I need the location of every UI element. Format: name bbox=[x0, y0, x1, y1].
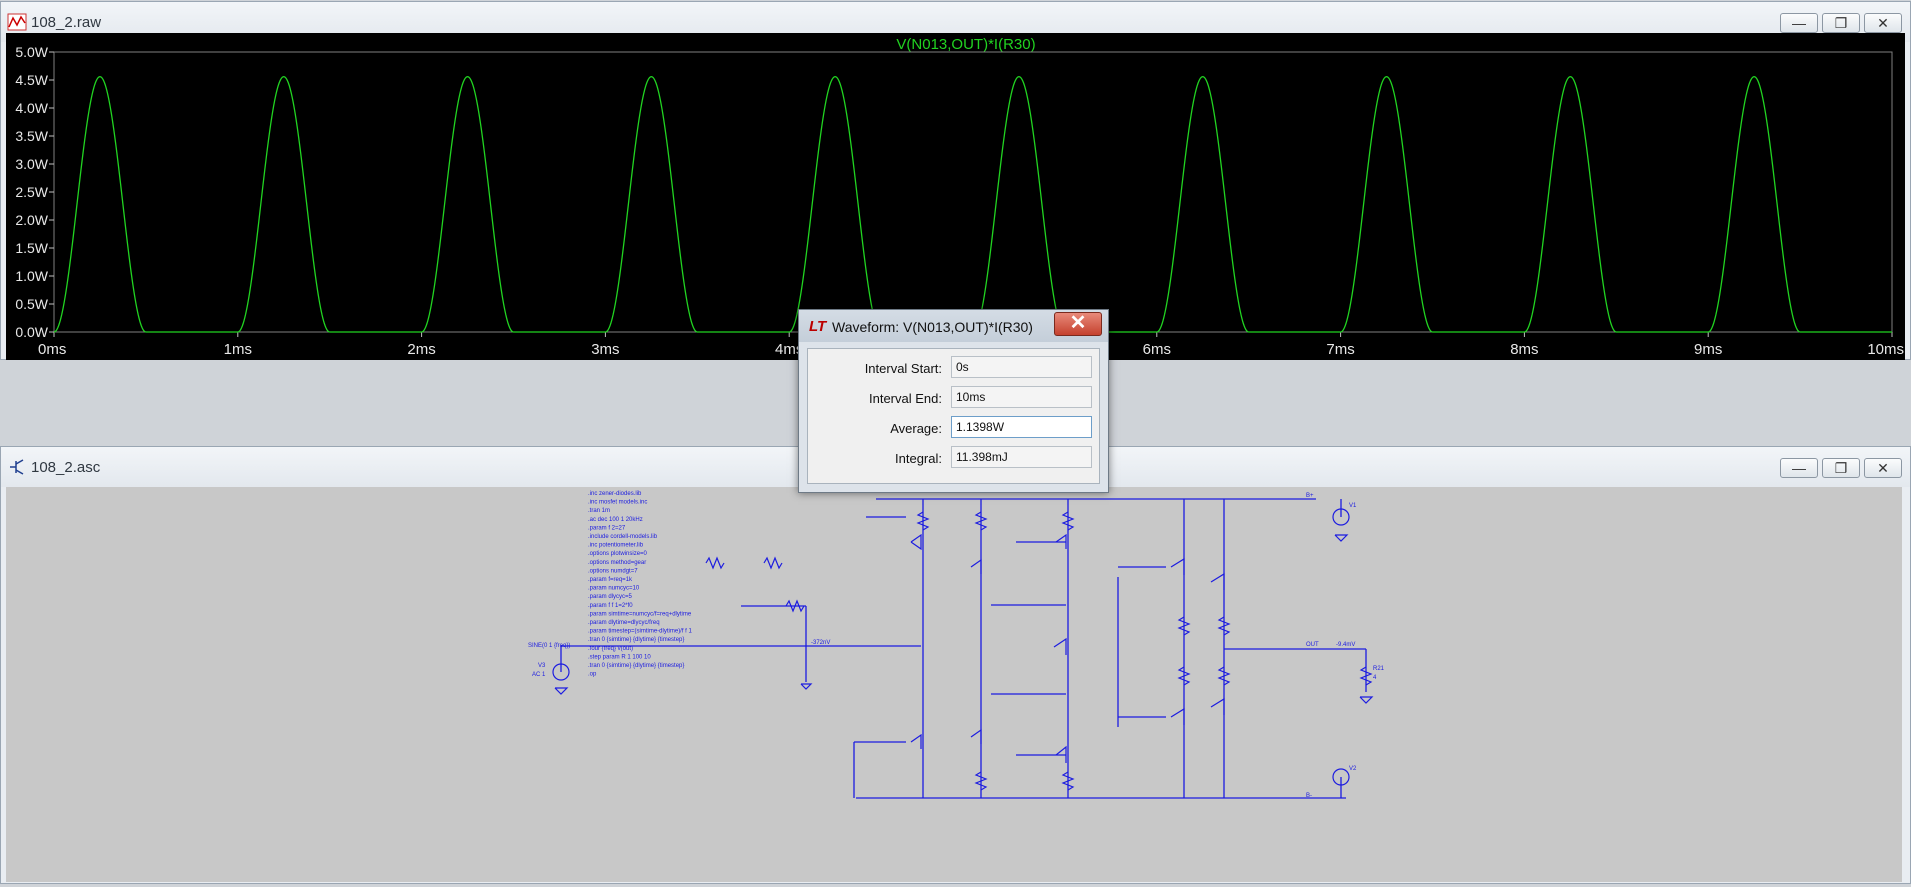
v1-label: V1 bbox=[1349, 503, 1357, 509]
vin-value-label: -372nV bbox=[811, 640, 830, 646]
source-label: SINE(0 1 {freq}) bbox=[528, 643, 570, 649]
y-tick-label[interactable]: 3.0W bbox=[15, 156, 48, 172]
spice-directive[interactable]: .tran 0 {simtime} {dlytime} {timestep} bbox=[588, 637, 684, 643]
plot-pane[interactable]: V(N013,OUT)*I(R30) 0.0W 0.5W 1.0W 1.5W 2.0W 2… bbox=[6, 33, 1905, 360]
circuit-components[interactable] bbox=[552, 508, 1374, 791]
spice-directive[interactable]: .options method=gear bbox=[588, 560, 646, 566]
spice-directive[interactable]: .tran 1m bbox=[588, 508, 610, 514]
x-tick-label[interactable]: 2ms bbox=[407, 341, 435, 358]
dialog-titlebar[interactable]: LT Waveform: V(N013,OUT)*I(R30) ✕ bbox=[799, 310, 1108, 342]
interval-start-label: Interval Start: bbox=[864, 361, 942, 376]
circuit-wires bbox=[560, 498, 1367, 799]
interval-end-label: Interval End: bbox=[869, 391, 942, 406]
y-tick-label[interactable]: 3.5W bbox=[15, 128, 48, 144]
spice-directives[interactable]: .inc zener-diodes.lib .inc mosfet models.… bbox=[588, 491, 693, 678]
schematic-canvas[interactable]: .inc zener-diodes.lib .inc mosfet models.… bbox=[6, 487, 1902, 882]
spice-directive[interactable]: .param timestep=(simtime-dlytime)/f f 1 bbox=[588, 629, 693, 635]
x-tick-label[interactable]: 0ms bbox=[38, 341, 66, 358]
spice-directive[interactable]: .ac dec 100 1 20kHz bbox=[588, 517, 643, 523]
restore-button[interactable]: ❐ bbox=[1822, 13, 1860, 33]
spice-directive[interactable]: .param f 2=27 bbox=[588, 525, 626, 531]
spice-directive[interactable]: .inc potentiometer.lib bbox=[588, 543, 644, 549]
vpos-label: B+ bbox=[1306, 493, 1314, 499]
spice-directive[interactable]: .op bbox=[588, 672, 597, 678]
vout-value-label: -9.4mV bbox=[1336, 642, 1355, 648]
interval-start-row: Interval Start: 0s bbox=[808, 353, 1099, 383]
minimize-button[interactable]: — bbox=[1780, 458, 1818, 478]
close-button[interactable]: ✕ bbox=[1864, 458, 1902, 478]
spice-directive[interactable]: .options plotwinsize=0 bbox=[588, 551, 648, 557]
spice-directive[interactable]: .options numdgt=7 bbox=[588, 568, 638, 574]
spice-directive[interactable]: .param numcyc=10 bbox=[588, 586, 640, 592]
dialog-title: Waveform: V(N013,OUT)*I(R30) bbox=[832, 319, 1033, 335]
ltspice-logo-icon: LT bbox=[809, 318, 827, 335]
v3-label: V3 bbox=[538, 663, 546, 669]
x-tick-label[interactable]: 9ms bbox=[1694, 341, 1722, 358]
y-tick-label[interactable]: 0.5W bbox=[15, 296, 48, 312]
x-tick-label[interactable]: 7ms bbox=[1326, 341, 1354, 358]
minimize-button[interactable]: — bbox=[1780, 13, 1818, 33]
ac-label: AC 1 bbox=[532, 672, 546, 678]
x-tick-label[interactable]: 10ms bbox=[1867, 341, 1904, 358]
spice-directive[interactable]: .step param R 1 100 10 bbox=[588, 654, 651, 660]
trace-line[interactable] bbox=[53, 75, 1892, 333]
y-tick-label[interactable]: 1.0W bbox=[15, 268, 48, 284]
x-tick-label[interactable]: 1ms bbox=[224, 341, 252, 358]
integral-row: Integral: 11.398mJ bbox=[808, 443, 1099, 473]
integral-label: Integral: bbox=[895, 451, 942, 466]
spice-directive[interactable]: .param f f 1=2*f0 bbox=[588, 603, 633, 609]
x-tick-label[interactable]: 6ms bbox=[1143, 341, 1171, 358]
schematic-icon bbox=[10, 459, 24, 475]
waveform-icon bbox=[7, 13, 27, 31]
dialog-body: Interval Start: 0s Interval End: 10ms Av… bbox=[807, 348, 1100, 484]
plot-frame bbox=[53, 51, 1893, 333]
average-label: Average: bbox=[890, 421, 942, 436]
average-field[interactable]: 1.1398W bbox=[951, 416, 1092, 438]
interval-end-field[interactable]: 10ms bbox=[951, 386, 1092, 408]
spice-directive[interactable]: .include cordell-models.lib bbox=[588, 534, 658, 540]
y-tick-label[interactable]: 4.5W bbox=[15, 72, 48, 88]
vneg-label: B- bbox=[1306, 793, 1312, 799]
y-tick-label[interactable]: 2.5W bbox=[15, 184, 48, 200]
spice-directive[interactable]: .tran 0 {simtime} {dlytime} {timestep} bbox=[588, 663, 684, 669]
close-button[interactable]: ✕ bbox=[1864, 13, 1902, 33]
spice-directive[interactable]: .four {freq} v(out) bbox=[588, 646, 633, 652]
v2-label: V2 bbox=[1349, 766, 1357, 772]
dialog-close-button[interactable]: ✕ bbox=[1054, 312, 1102, 336]
schematic-labels: SINE(0 1 {freq}) V3 AC 1 -372nV OUT -9.4… bbox=[528, 493, 1385, 799]
y-tick-label[interactable]: 4.0W bbox=[15, 100, 48, 116]
r21-value-label: 4 bbox=[1373, 675, 1377, 681]
y-tick-label[interactable]: 5.0W bbox=[15, 44, 48, 60]
average-row: Average: 1.1398W bbox=[808, 413, 1099, 443]
spice-directive[interactable]: .inc zener-diodes.lib bbox=[588, 491, 642, 497]
out-label: OUT bbox=[1306, 642, 1319, 648]
spice-directive[interactable]: .inc mosfet models.inc bbox=[588, 500, 647, 506]
waveform-window-title: 108_2.raw bbox=[31, 14, 102, 31]
restore-button[interactable]: ❐ bbox=[1822, 458, 1860, 478]
spice-directive[interactable]: .param dlycyc=5 bbox=[588, 594, 633, 600]
trace-title[interactable]: V(N013,OUT)*I(R30) bbox=[896, 36, 1035, 53]
spice-directive[interactable]: .param dlytime=dlycyc/freq bbox=[588, 620, 660, 626]
x-tick-label[interactable]: 4ms bbox=[775, 341, 803, 358]
y-tick-label[interactable]: 0.0W bbox=[15, 324, 48, 340]
schematic-drawing[interactable]: .inc zener-diodes.lib .inc mosfet models.… bbox=[6, 487, 1902, 882]
schematic-window: 108_2.asc — ❐ ✕ .inc zener-diodes.lib.in… bbox=[0, 446, 1911, 884]
interval-start-field[interactable]: 0s bbox=[951, 356, 1092, 378]
r21-label: R21 bbox=[1373, 666, 1385, 672]
x-tick-label[interactable]: 3ms bbox=[591, 341, 619, 358]
x-tick-label[interactable]: 8ms bbox=[1510, 341, 1538, 358]
integral-field[interactable]: 11.398mJ bbox=[951, 446, 1092, 468]
y-tick-label[interactable]: 2.0W bbox=[15, 212, 48, 228]
waveform-measure-dialog: LT Waveform: V(N013,OUT)*I(R30) ✕ Interv… bbox=[798, 309, 1109, 493]
spice-directive[interactable]: .param f=req=1k bbox=[588, 577, 633, 583]
spice-directive[interactable]: .param simtime=numcyc/f=req+dlytime bbox=[588, 611, 692, 617]
y-tick-label[interactable]: 1.5W bbox=[15, 240, 48, 256]
interval-end-row: Interval End: 10ms bbox=[808, 383, 1099, 413]
schematic-window-title: 108_2.asc bbox=[31, 459, 101, 476]
